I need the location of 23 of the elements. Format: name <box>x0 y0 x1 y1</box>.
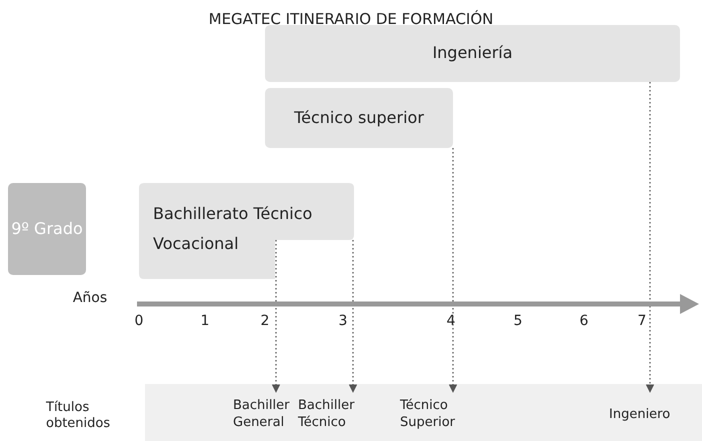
degree-label: Bachiller Técnico <box>296 392 368 438</box>
program-box: Bachillerato Técnico Vocacional <box>139 183 354 279</box>
axis-label: Años <box>72 290 108 308</box>
tick-label: 0 <box>134 313 144 330</box>
tick-label: 2 <box>260 313 270 330</box>
dotted-arrow <box>646 82 654 393</box>
dotted-arrow <box>272 240 280 393</box>
tick-label: 5 <box>512 313 524 330</box>
dotted-arrow <box>448 148 458 393</box>
degree-label: Ingeniero <box>607 392 687 438</box>
grade-box: 9º Grado <box>8 183 86 275</box>
tick-label: 3 <box>338 313 348 330</box>
tick-label: 7 <box>636 313 648 330</box>
program-box: Técnico superior <box>265 88 453 148</box>
diagram-title: MEGATEC ITINERARIO DE FORMACIÓN <box>208 10 494 28</box>
degree-label: Técnico Superior <box>398 392 472 438</box>
program-box: Ingeniería <box>265 25 680 82</box>
degree-label: Bachiller General <box>231 392 293 438</box>
tick-label: 6 <box>578 313 590 330</box>
tick-label: 1 <box>200 313 210 330</box>
dotted-arrow <box>348 240 358 393</box>
titles-band <box>145 384 702 441</box>
row-label: Títulos obtenidos <box>46 400 112 432</box>
